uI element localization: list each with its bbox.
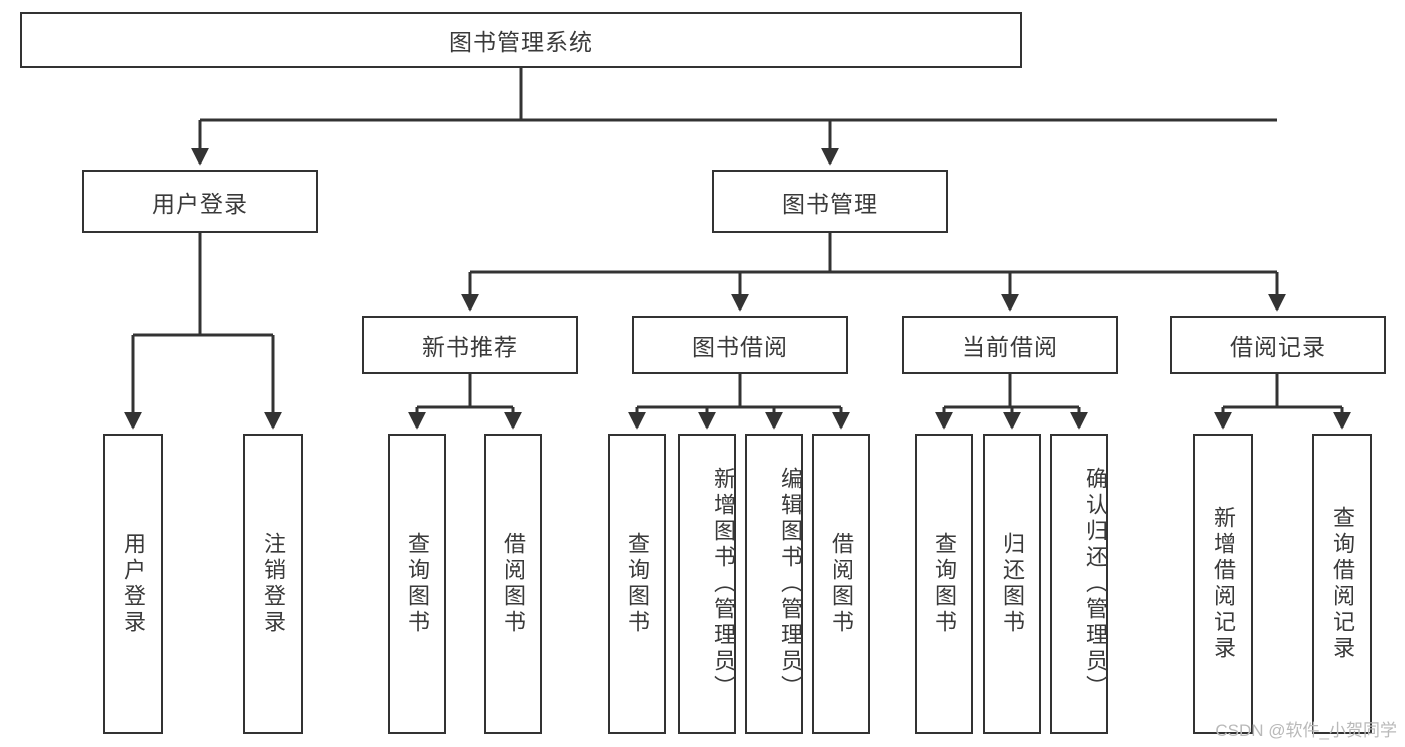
leaf-query-book-recommend[interactable]: 查询图书: [388, 434, 446, 734]
node-book-management[interactable]: 图书管理: [712, 170, 948, 233]
node-root[interactable]: 图书管理系统: [20, 12, 1022, 68]
leaf-borrow-book[interactable]: 借阅图书: [812, 434, 870, 734]
leaf-add-borrow-record[interactable]: 新增借阅记录: [1193, 434, 1253, 734]
csdn-watermark: CSDN @软件_小贺同学: [1215, 721, 1397, 740]
leaf-return-book[interactable]: 归还图书: [983, 434, 1041, 734]
leaf-user-logout[interactable]: 注销登录: [243, 434, 303, 734]
leaf-query-book-borrow[interactable]: 查询图书: [608, 434, 666, 734]
leaf-confirm-return-admin[interactable]: 确认归还（管理员）: [1050, 434, 1108, 734]
leaf-add-book-admin[interactable]: 新增图书（管理员）: [678, 434, 736, 734]
leaf-user-login[interactable]: 用户登录: [103, 434, 163, 734]
leaf-query-borrow-record[interactable]: 查询借阅记录: [1312, 434, 1372, 734]
leaf-query-book-current[interactable]: 查询图书: [915, 434, 973, 734]
node-book-borrow[interactable]: 图书借阅: [632, 316, 848, 374]
node-current-borrow[interactable]: 当前借阅: [902, 316, 1118, 374]
node-user-login[interactable]: 用户登录: [82, 170, 318, 233]
leaf-borrow-book-recommend[interactable]: 借阅图书: [484, 434, 542, 734]
node-borrow-record[interactable]: 借阅记录: [1170, 316, 1386, 374]
node-new-book-recommend[interactable]: 新书推荐: [362, 316, 578, 374]
leaf-edit-book-admin[interactable]: 编辑图书（管理员）: [745, 434, 803, 734]
